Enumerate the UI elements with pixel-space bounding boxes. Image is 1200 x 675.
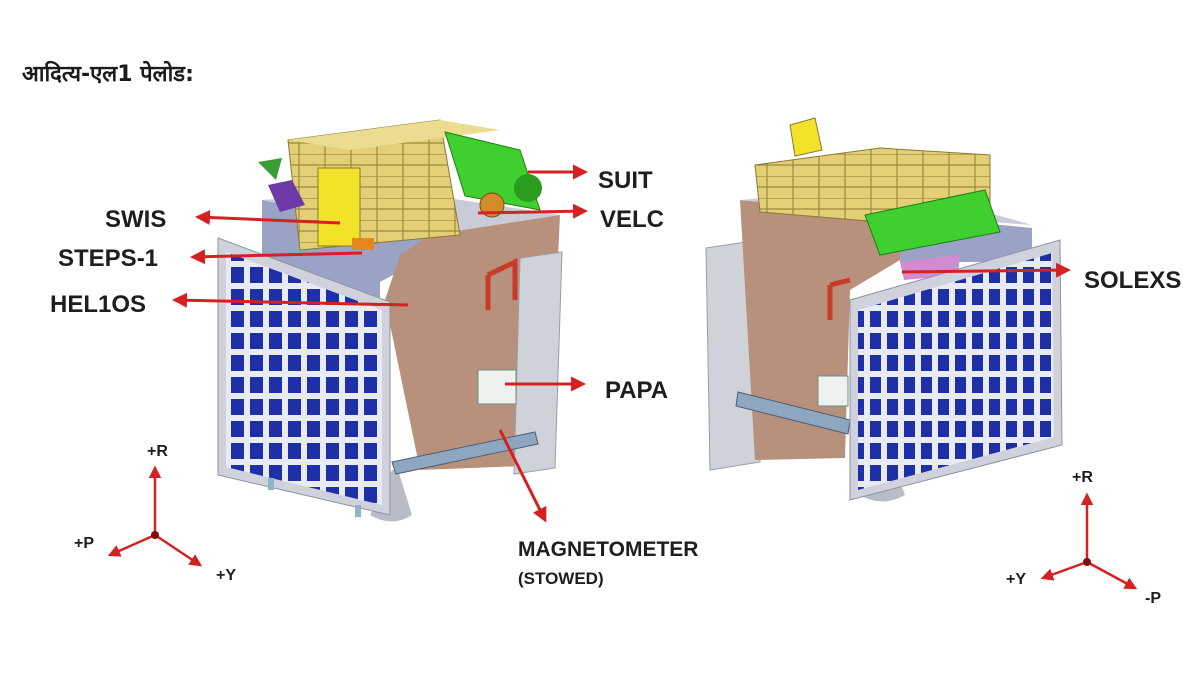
- right-axis-origin: [1083, 558, 1091, 566]
- right-axis-triad: +R +Y -P: [1006, 469, 1161, 607]
- right-axis-y-label: +Y: [1006, 571, 1026, 588]
- swis-sensor: [268, 180, 305, 212]
- papa-module: [477, 369, 517, 405]
- label-magnetometer: MAGNETOMETER: [518, 538, 698, 561]
- right-axis-y: [1040, 560, 1088, 581]
- right-green-module: [864, 189, 1001, 256]
- swis-module: [317, 167, 361, 247]
- arrow-solexs: [901, 262, 1071, 278]
- right-body-front: [740, 200, 900, 460]
- arrow-swis: [195, 210, 341, 225]
- right-magnetometer-boom: [735, 391, 851, 435]
- arrow-velc: [477, 203, 588, 219]
- left-spacecraft: [217, 119, 563, 522]
- right-axis-r-label: +R: [1072, 469, 1093, 486]
- right-axis-p: [1086, 560, 1138, 590]
- left-axis-p-label: +P: [74, 535, 94, 552]
- left-leg-2: [355, 505, 361, 517]
- left-heat-pipe: [485, 258, 518, 310]
- left-arrows: [172, 164, 588, 523]
- left-axis-y-label: +Y: [216, 567, 236, 584]
- label-swis: SWIS: [105, 206, 166, 233]
- left-axis-y: [154, 533, 203, 567]
- left-axis-r-label: +R: [147, 443, 168, 460]
- right-axis-p-label: -P: [1145, 590, 1161, 607]
- left-solar-panel-cells: [226, 252, 382, 505]
- label-stowed: (STOWED): [518, 569, 604, 588]
- right-solar-panel-cells: [858, 253, 1054, 490]
- left-antenna: [258, 158, 282, 180]
- left-payload-top: [288, 120, 500, 150]
- page-title: आदित्य-एल1 पेलोड:: [22, 62, 194, 87]
- right-heat-pipe: [827, 277, 851, 320]
- label-suit: SUIT: [598, 167, 653, 194]
- left-axis-p: [107, 533, 156, 557]
- label-solexs: SOLEXS: [1084, 267, 1181, 294]
- arrow-magnetometer: [498, 429, 547, 523]
- velc-aperture: [479, 192, 505, 218]
- steps-module: [352, 238, 374, 250]
- suit-aperture: [514, 174, 542, 202]
- label-steps: STEPS-1: [58, 245, 158, 272]
- left-axis-triad: +R +P +Y: [74, 443, 236, 584]
- right-yellow-module: [789, 117, 823, 157]
- right-box-module: [817, 375, 849, 407]
- label-papa: PAPA: [605, 377, 668, 404]
- left-axis-origin: [151, 531, 159, 539]
- magnetometer-boom: [391, 431, 539, 475]
- arrow-steps: [190, 249, 363, 265]
- label-helios: HEL1OS: [50, 291, 146, 318]
- label-velc: VELC: [600, 206, 664, 233]
- right-spacecraft: [705, 117, 1063, 502]
- arrow-helios: [172, 292, 409, 308]
- left-leg-1: [268, 478, 274, 490]
